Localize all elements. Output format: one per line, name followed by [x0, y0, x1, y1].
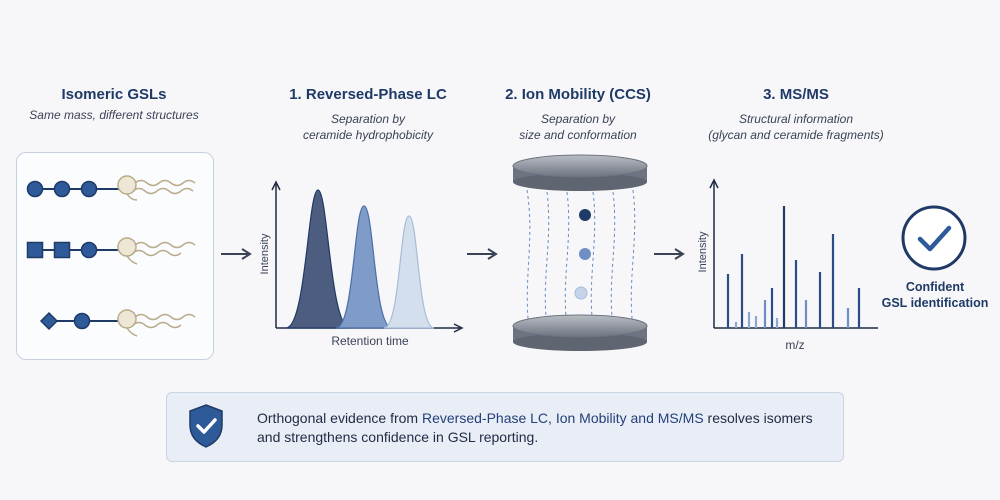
isomer-structures — [26, 175, 196, 337]
result-label: Confident GSL identification — [880, 279, 990, 311]
banner-text: Orthogonal evidence from Reversed-Phase … — [257, 409, 827, 447]
isomer-1 — [26, 175, 196, 201]
result-line-1: Confident — [905, 280, 965, 294]
lc-peak-1 — [285, 189, 351, 329]
lc-xlabel: Retention time — [331, 334, 409, 348]
ion-mobility-cell — [512, 154, 648, 351]
ion-light — [574, 286, 588, 300]
shield-check-icon — [189, 404, 223, 448]
ion-dark — [579, 209, 591, 221]
im-subtitle-2: size and conformation — [519, 128, 637, 142]
lc-title: 1. Reversed-Phase LC — [289, 86, 447, 103]
gsl-title: Isomeric GSLs — [61, 86, 167, 103]
lc-subtitle-1: Separation by — [330, 112, 406, 126]
arrow-2 — [467, 248, 498, 260]
ms-ylabel: Intensity — [697, 231, 709, 273]
im-subtitle-1: Separation by — [540, 112, 616, 126]
banner-highlight: Reversed-Phase LC, Ion Mobility and MS/M… — [421, 410, 704, 426]
gsl-subtitle: Same mass, different structures — [29, 108, 199, 122]
isomer-panel — [16, 152, 214, 360]
arrow-3 — [654, 248, 685, 260]
ms-xlabel: m/z — [785, 338, 805, 352]
banner-text-2: resolves isomers and strengthens confide… — [257, 410, 813, 445]
isomer-2 — [26, 237, 196, 265]
ms-subtitle-2: (glycan and ceramide fragments) — [708, 128, 884, 142]
lc-peak-3 — [383, 215, 435, 329]
result-line-2: GSL identification — [881, 296, 989, 310]
arrow-1 — [221, 248, 252, 260]
banner-text-1: Orthogonal evidence from — [257, 410, 422, 426]
ms-title: 3. MS/MS — [763, 86, 829, 103]
im-title: 2. Ion Mobility (CCS) — [505, 86, 651, 103]
ms-spectrum — [709, 178, 878, 329]
lc-ylabel: Intensity — [259, 233, 271, 275]
ms-subtitle-1: Structural information — [738, 112, 854, 126]
lc-peak-2 — [335, 205, 393, 329]
ion-mid — [579, 248, 591, 260]
lc-subtitle-2: ceramide hydrophobicity — [302, 128, 434, 142]
summary-banner: Orthogonal evidence from Reversed-Phase … — [166, 392, 844, 462]
check-circle-icon — [901, 205, 967, 271]
isomer-3 — [39, 309, 196, 337]
lc-chromatogram — [271, 180, 464, 333]
